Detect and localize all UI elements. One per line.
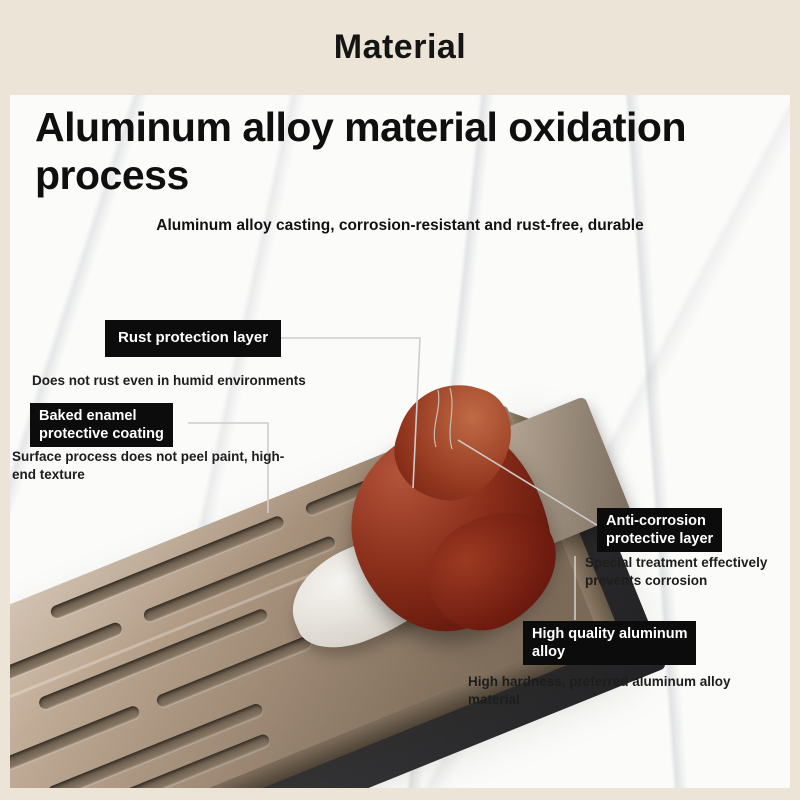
callout-label-high-quality-alloy: High quality aluminum alloy	[523, 621, 697, 666]
callout-desc-baked-enamel: Surface process does not peel paint, hig…	[12, 449, 285, 482]
page-title: Material	[333, 28, 467, 66]
callout-label-baked-enamel: Baked enamel protective coating	[30, 403, 173, 448]
callout-desc-rust-protection: Does not rust even in humid environments	[32, 373, 306, 388]
callout-label-anti-corrosion: Anti-corrosion protective layer	[597, 508, 723, 553]
heading: Aluminum alloy material oxidation proces…	[35, 104, 687, 199]
header: Material	[0, 0, 800, 95]
callout-desc-high-quality-alloy: High hardness, preferred aluminum alloy …	[468, 674, 731, 707]
subtitle: Aluminum alloy casting, corrosion-resist…	[156, 217, 644, 234]
callout-desc-anti-corrosion: Special treatment effectively prevents c…	[585, 555, 768, 588]
product-infographic: Aluminum alloy material oxidation proces…	[10, 95, 790, 788]
callout-label-rust-protection: Rust protection layer	[105, 320, 282, 357]
